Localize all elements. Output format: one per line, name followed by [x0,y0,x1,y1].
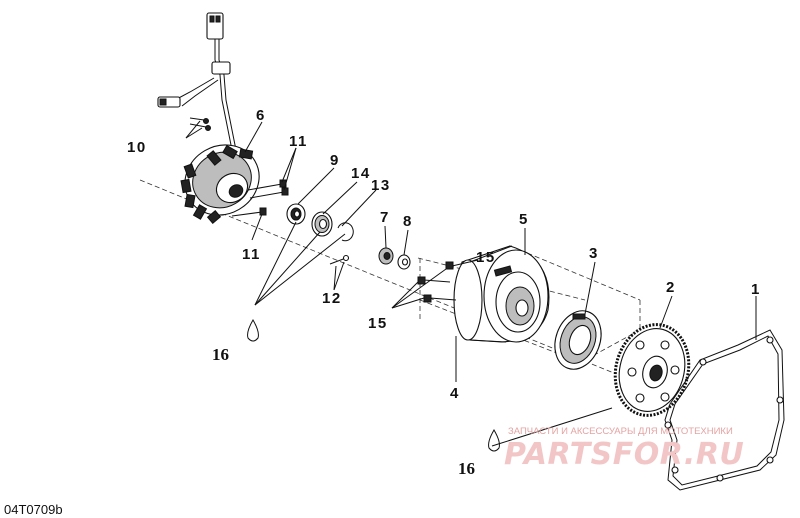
callout-14: 14 [351,165,371,182]
starter-clutch-3 [554,310,602,370]
flywheel-rotor-5 [453,245,550,343]
watermark: ЗАПЧАСТИ И АКСЕССУАРЫ ДЛЯ МОТОТЕХНИКИ PA… [504,426,744,472]
bearing-14 [311,211,333,237]
callout-2: 2 [666,279,676,296]
nut-7 [378,247,394,265]
circlip-13 [337,222,354,242]
watermark-tagline: ЗАПЧАСТИ И АКСЕССУАРЫ ДЛЯ МОТОТЕХНИКИ [508,426,733,437]
callout-12: 12 [322,290,342,307]
stator-6 [180,144,260,224]
callout-6: 6 [256,107,266,124]
callout-13: 13 [371,177,391,194]
oil-seal-9 [286,203,306,225]
screw-10 [189,117,211,131]
leader-lines [185,120,757,447]
callout-11-upper: 11 [289,133,308,150]
stator-poles [180,144,254,224]
oil-drop-icon [247,319,259,342]
oil-drop-icon [488,429,500,452]
callout-7: 7 [380,209,390,226]
watermark-logo: PARTSFOR.RU [504,437,744,472]
screw-11-upper [247,179,289,199]
callout-16-left: 16 [212,345,229,364]
callout-15-upper: 15 [476,249,496,266]
bolt-15-lower [417,276,457,303]
stator-wire-harness [157,12,237,151]
callout-15-lower: 15 [368,315,388,332]
screw-11-lower [231,207,267,217]
cover-gasket-1 [664,329,785,491]
callout-labels: 1 2 3 4 5 6 7 8 9 10 11 11 12 13 14 15 1… [127,107,761,478]
callout-16-bottom: 16 [458,459,475,478]
callout-3: 3 [589,245,599,262]
callout-8: 8 [403,213,413,230]
starter-driven-gear-2 [613,323,691,417]
callout-11-lower: 11 [242,246,261,263]
callout-4: 4 [450,385,460,402]
callout-9: 9 [330,152,340,169]
callout-5: 5 [519,211,529,228]
callout-10: 10 [127,139,147,156]
callout-1: 1 [751,281,761,298]
washer-8 [397,254,411,270]
bolt-15-upper [445,259,479,270]
dowel-pin-12 [329,254,350,265]
diagram-code: 04T0709b [4,502,63,517]
